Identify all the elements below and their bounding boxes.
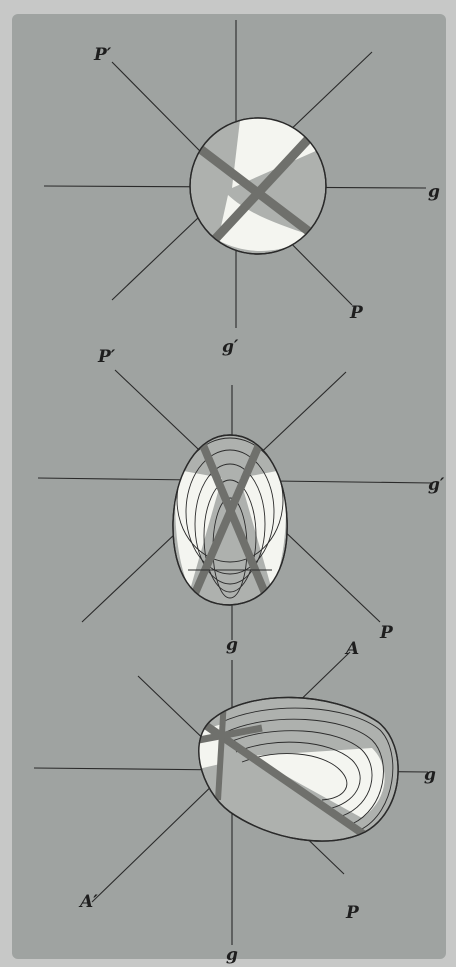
label-p-prime: P′ bbox=[97, 347, 116, 367]
label-a-prime: A′ bbox=[78, 892, 98, 912]
label-p-prime: P′ bbox=[93, 45, 112, 65]
label-p: P bbox=[349, 303, 364, 323]
label-g: g bbox=[428, 182, 440, 202]
label-a: A bbox=[344, 639, 359, 659]
label-g-prime: g′ bbox=[222, 337, 239, 357]
label-p: P bbox=[345, 903, 360, 923]
label-g-bottom: g bbox=[226, 945, 238, 965]
label-g-right: g bbox=[424, 765, 436, 785]
label-p: P bbox=[379, 623, 394, 643]
label-g-prime: g′ bbox=[428, 475, 445, 495]
label-g: g bbox=[226, 635, 238, 655]
